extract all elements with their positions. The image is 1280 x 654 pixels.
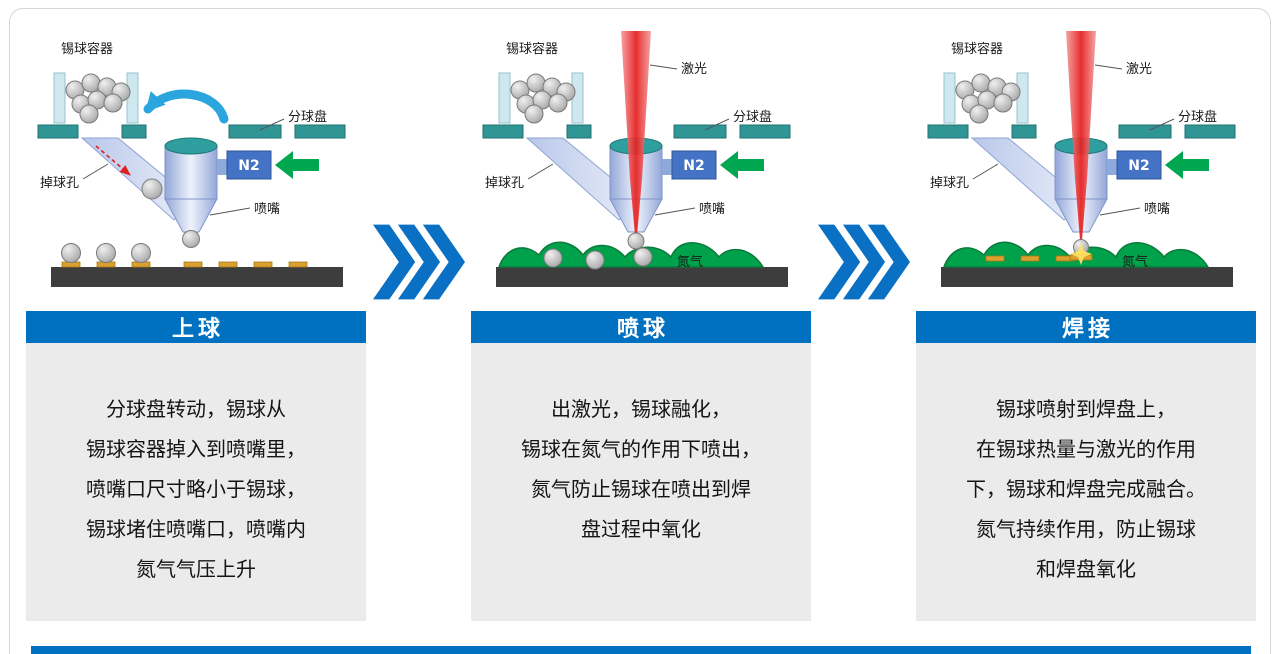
process-arrow-1 — [366, 29, 471, 621]
leader-line — [1149, 118, 1175, 131]
leader-line — [259, 118, 285, 131]
nozzle-tip-ball — [182, 230, 200, 248]
process-arrow-2 — [811, 29, 916, 621]
panel-ball-jetting: N2 锡球容器 激光 分球盘 掉球孔 喷嘴 氮气 — [471, 29, 811, 621]
substrate — [941, 267, 1233, 287]
leader-line — [527, 163, 554, 180]
label-laser: 激光 — [1126, 62, 1152, 77]
falling-arrow-icon — [95, 145, 131, 176]
leader-line — [972, 163, 999, 180]
gas-arrow-icon — [1165, 151, 1209, 179]
laser-beam — [621, 31, 651, 236]
placed-balls — [61, 243, 151, 263]
diagram-ball-loading: N2 锡球容器 分球盘 掉球孔 喷嘴 — [37, 41, 346, 287]
diagram-ball-jetting: N2 锡球容器 激光 分球盘 掉球孔 喷嘴 氮气 — [482, 31, 791, 287]
leader-line — [654, 207, 696, 216]
container-solder-balls — [510, 73, 576, 124]
label-plate: 分球盘 — [733, 109, 772, 125]
gas-arrow-icon — [275, 151, 319, 179]
container-solder-balls — [65, 73, 131, 124]
n2-inlet: N2 — [662, 150, 764, 180]
label-drop-hole: 掉球孔 — [40, 176, 79, 191]
substrate — [51, 267, 343, 287]
panel-title: 上球 — [26, 311, 366, 343]
callouts: 锡球容器 分球盘 掉球孔 喷嘴 — [40, 41, 327, 217]
label-ball-container: 锡球容器 — [506, 41, 558, 57]
nozzle — [164, 137, 218, 233]
footer-accent-bar — [31, 646, 1251, 654]
page-frame: N2 锡球容器 分球盘 掉球孔 喷嘴 上球 分球盘转动，锡球从 锡球容器掉入 — [9, 8, 1271, 654]
ball-plate — [482, 124, 791, 139]
weld-spark-icon — [1070, 243, 1092, 265]
label-ball-container: 锡球容器 — [951, 41, 1003, 57]
substrate — [496, 267, 788, 287]
ball-plate — [927, 124, 1236, 139]
label-laser: 激光 — [681, 62, 707, 77]
leader-line — [1099, 207, 1141, 216]
solder-pads — [61, 261, 308, 268]
chevron-right-icon — [817, 224, 910, 300]
label-drop-hole: 掉球孔 — [485, 176, 524, 191]
ball-plate — [37, 124, 346, 139]
n2-inlet: N2 — [1107, 150, 1209, 180]
panel-title: 喷球 — [471, 311, 811, 343]
n2-label: N2 — [1128, 158, 1149, 174]
panel-description: 分球盘转动，锡球从 锡球容器掉入到喷嘴里， 喷嘴口尺寸略小于锡球， 锡球堵住喷嘴… — [26, 343, 366, 621]
rotation-arrow-icon — [143, 89, 229, 124]
callouts: 锡球容器 激光 分球盘 掉球孔 喷嘴 氮气 — [485, 41, 772, 270]
n2-label: N2 — [238, 158, 259, 174]
panel-description: 锡球喷射到焊盘上， 在锡球热量与激光的作用 下，锡球和焊盘完成融合。 氮气持续作… — [916, 343, 1256, 621]
diagram-area-welding: N2 锡球容器 激光 分球盘 掉球孔 喷嘴 氮气 — [916, 29, 1256, 311]
diagram-area-ball-loading: N2 锡球容器 分球盘 掉球孔 喷嘴 — [26, 29, 366, 311]
label-drop-hole: 掉球孔 — [930, 176, 969, 191]
process-row: N2 锡球容器 分球盘 掉球孔 喷嘴 上球 分球盘转动，锡球从 锡球容器掉入 — [26, 29, 1256, 621]
panel-description: 出激光，锡球融化， 锡球在氮气的作用下喷出， 氮气防止锡球在喷出到焊 盘过程中氧… — [471, 343, 811, 621]
panel-ball-loading: N2 锡球容器 分球盘 掉球孔 喷嘴 上球 分球盘转动，锡球从 锡球容器掉入 — [26, 29, 366, 621]
jetted-balls — [543, 247, 653, 270]
label-plate: 分球盘 — [1178, 109, 1217, 125]
falling-ball — [141, 178, 163, 200]
label-plate: 分球盘 — [288, 109, 327, 125]
diagram-area-ball-jetting: N2 锡球容器 激光 分球盘 掉球孔 喷嘴 氮气 — [471, 29, 811, 311]
label-nozzle: 喷嘴 — [699, 202, 725, 217]
n2-label: N2 — [683, 158, 704, 174]
label-nozzle: 喷嘴 — [1144, 202, 1170, 217]
panel-welding: N2 锡球容器 激光 分球盘 掉球孔 喷嘴 氮气 — [916, 29, 1256, 621]
label-nitrogen: 氮气 — [1122, 254, 1148, 270]
chevron-right-icon — [372, 224, 465, 300]
nozzle-tip-ball — [627, 232, 645, 250]
container-solder-balls — [955, 73, 1021, 124]
callouts: 锡球容器 激光 分球盘 掉球孔 喷嘴 氮气 — [930, 41, 1217, 270]
leader-line — [1094, 64, 1123, 70]
panel-title: 焊接 — [916, 311, 1256, 343]
label-nitrogen: 氮气 — [677, 254, 703, 270]
gas-arrow-icon — [720, 151, 764, 179]
leader-line — [704, 118, 730, 131]
nitrogen-cloud — [497, 241, 765, 268]
diagram-welding: N2 锡球容器 激光 分球盘 掉球孔 喷嘴 氮气 — [927, 31, 1236, 287]
leader-line — [209, 207, 251, 216]
laser-beam — [1066, 31, 1096, 240]
leader-line — [649, 64, 678, 70]
leader-line — [82, 163, 109, 180]
label-ball-container: 锡球容器 — [61, 41, 113, 57]
n2-inlet: N2 — [217, 150, 319, 180]
label-nozzle: 喷嘴 — [254, 202, 280, 217]
